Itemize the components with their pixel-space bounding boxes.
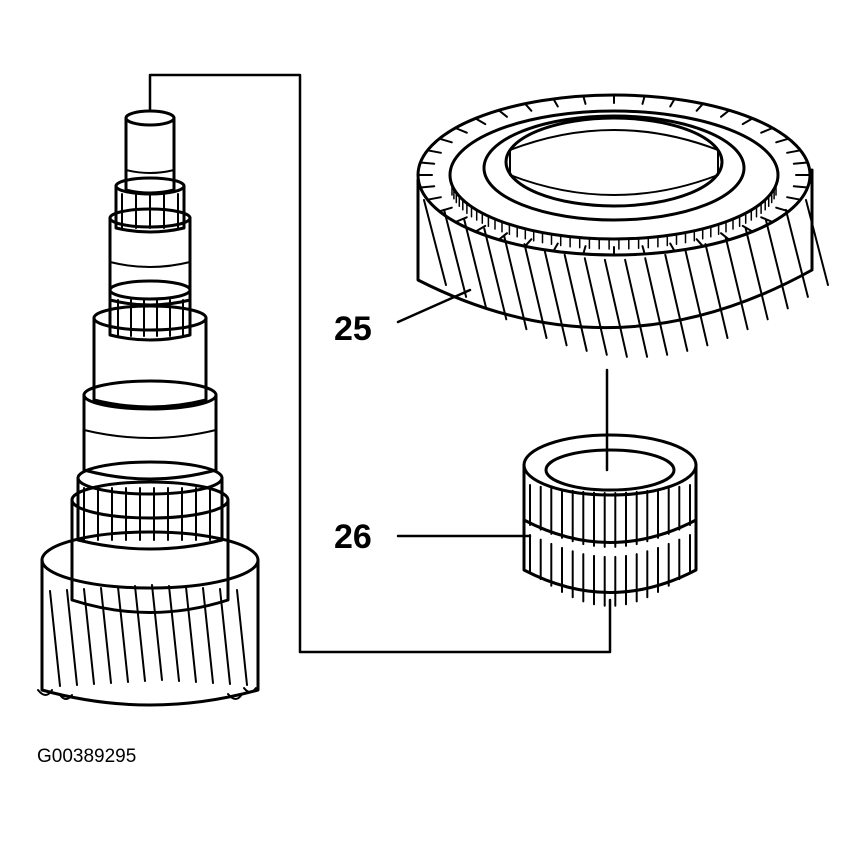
assembly-lines [148,73,612,654]
helical-gear-25 [416,93,829,358]
leader-25 [396,288,472,324]
needle-bearing-26 [522,433,698,607]
assembly-line [148,73,612,654]
figure-id: G00389295 [37,746,137,767]
shaft-drive-gear [37,530,260,707]
callout-25: 25 [334,310,372,348]
mainshaft-illustration [37,109,260,707]
callout-26: 26 [334,518,372,556]
